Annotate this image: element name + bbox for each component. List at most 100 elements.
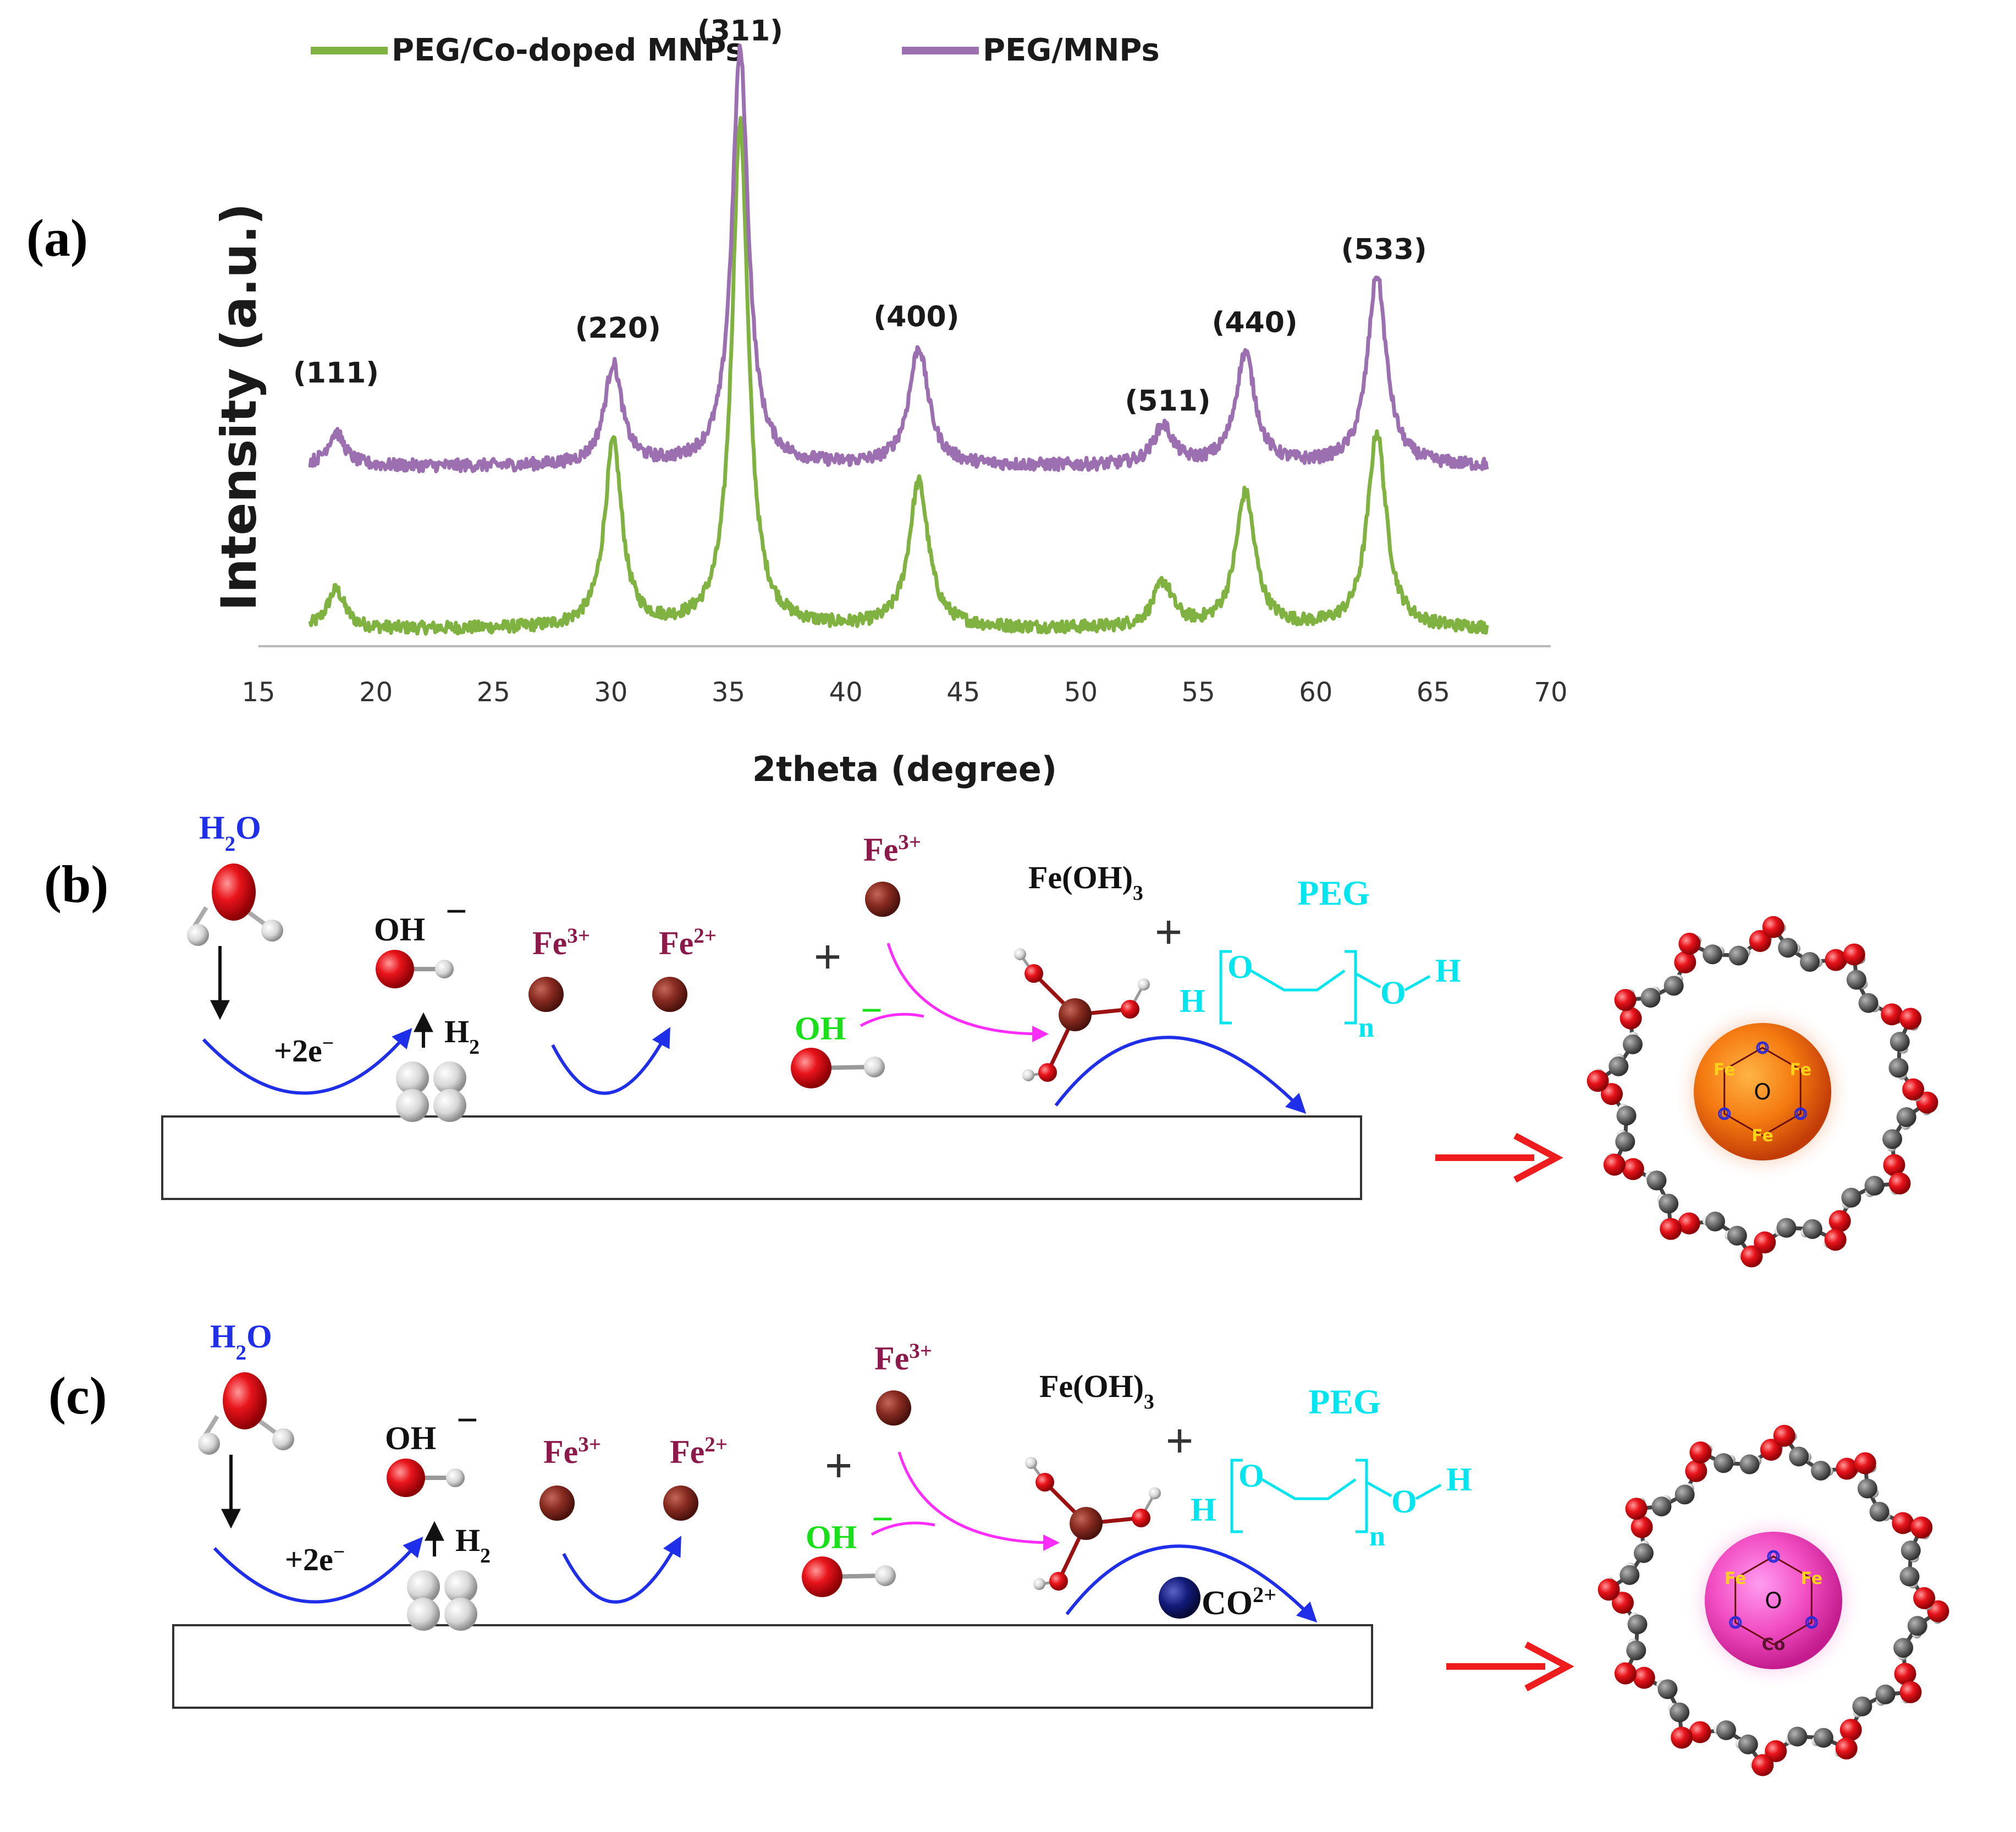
x-tick-label: 25 [477,677,510,708]
peg-carbon-atom [1657,1679,1678,1699]
feoh3-iron-atom [1070,1507,1103,1540]
core-oxygen-site: O [1731,1616,1740,1630]
feoh3-oxygen-atom [1132,1509,1150,1527]
fe2-label: Fe2+ [670,1433,728,1471]
peg-oxygen-atom [1836,1457,1858,1480]
product-arrow-head [1524,1641,1574,1692]
peg-carbon-atom [1615,1131,1635,1152]
y-axis-label: Intensity (a.u.) [211,203,267,611]
core-oxygen-label: O [1754,1080,1771,1105]
peg-carbon-atom [1875,1684,1896,1704]
fe-hydroxide-arrow [897,1451,1060,1551]
fe3-label: Fe3+ [543,1433,601,1471]
hydrogen-bubble [433,1089,466,1122]
peg-o-end: O [1380,975,1406,1011]
x-tick-label: 55 [1182,677,1215,708]
peg-oxygen-atom [1835,1737,1858,1760]
peg-carbon-atom [1609,1056,1629,1076]
panel-label-b: (b) [44,855,108,914]
peg-carbon-atom [1620,1565,1640,1585]
peg-carbon-atom [1640,988,1661,1008]
reduction-arc [213,1537,423,1604]
panel-label-c: (c) [48,1366,107,1425]
peg-oxygen-atom [1927,1600,1949,1622]
peg-carbon-atom [1705,1212,1725,1232]
feoh3-label: Fe(OH)3 [1039,1368,1154,1413]
peg-oxygen-atom [1881,1003,1903,1026]
scheme-c: H2O+2e−OH−H2Fe3+Fe2++Fe3+OH−Fe(OH)3+PEGH… [172,1318,1949,1776]
peg-oxygen-atom [1760,1438,1782,1461]
peg-h-left: H [1180,983,1205,1019]
x-tick-label: 50 [1064,677,1098,708]
peg-oxygen-atom [1625,1498,1648,1520]
x-tick-label: 20 [359,677,393,708]
peg-carbon-atom [1616,1105,1637,1126]
feoh3-oxygen-atom [1038,1063,1057,1082]
legend-label-co-doped: PEG/Co-doped MNPs [392,32,744,68]
core-metal-label: Fe [1800,1569,1822,1588]
core-oxygen-site: O [1758,1042,1767,1055]
peg-carbon-atom [1626,1640,1646,1660]
h2-label: H2 [444,1014,480,1059]
oh-merge-arrow [871,1521,935,1536]
peg-oxygen-atom [1689,1441,1712,1464]
peg-oxygen-atom [1824,1229,1847,1251]
hydroxide-oxygen-atom [387,1459,425,1497]
fe-hydroxide-arrow [886,943,1049,1042]
peg-coating-arc [1065,1544,1318,1623]
peg-oxygen-atom [1660,1218,1682,1240]
peg-carbon-atom [1841,1187,1861,1208]
peg-h-right: H [1446,1461,1472,1498]
x-tick-label: 70 [1534,677,1567,708]
substrate-electrode [172,1624,1373,1709]
peak-label: (111) [293,357,379,390]
core-oxygen-site: O [1796,1108,1805,1121]
green-oh-oxygen-atom [791,1048,831,1088]
water-oxygen-atom [212,863,256,921]
peg-oxygen-atom [1620,1007,1642,1030]
nanoparticle-core [1694,1023,1831,1160]
fe-reduction-arc [551,1027,670,1095]
peg-n: n [1369,1521,1385,1552]
peg-n: n [1358,1012,1374,1043]
core-oxygen-site: O [1720,1108,1729,1121]
peg-carbon-atom [1738,1734,1758,1754]
x-tick-label: 35 [712,677,745,708]
oh-charge: − [456,1399,478,1442]
peg-oxygen-atom [1685,1460,1707,1482]
fe3-ion [539,1486,575,1521]
core-oxygen-site: O [1769,1550,1778,1564]
plus-sign: + [813,930,841,984]
peg-oxygen-atom [1587,1070,1609,1092]
peg-carbon-atom [1651,1497,1672,1517]
feoh3-oxygen-atom [1121,1000,1139,1019]
electron-label: +2e− [285,1541,345,1577]
peg-carbon-atom [1858,993,1879,1013]
peg-carbon-atom [1778,938,1798,958]
hydrogen-bubble [433,1061,466,1094]
oh-green-label: OH [795,1010,846,1047]
core-oxygen-site: O [1807,1616,1816,1630]
peg-oxygen-atom [1902,1078,1925,1101]
peak-label: (220) [575,312,661,345]
peg-label: PEG [1308,1382,1381,1421]
peg-oxygen-atom [1916,1091,1938,1114]
peg-carbon-atom [1787,1726,1808,1747]
peg-oxygen-atom [1614,989,1637,1011]
co-label: CO2+ [1202,1582,1276,1622]
peg-carbon-atom [1882,1129,1903,1149]
fe3-label: Fe3+ [532,924,590,962]
peg-carbon-atom [1670,1702,1690,1723]
peg-carbon-atom [1857,1478,1877,1499]
peg-oxygen-atom [1773,1424,1795,1447]
peg-carbon-atom [1907,1616,1927,1636]
peg-oxygen-atom [1598,1578,1620,1601]
peak-label: (533) [1341,233,1427,266]
x-tick-label: 60 [1299,677,1332,708]
panel-label-a: (a) [26,208,88,267]
feoh3-oxygen-atom [1024,964,1043,983]
